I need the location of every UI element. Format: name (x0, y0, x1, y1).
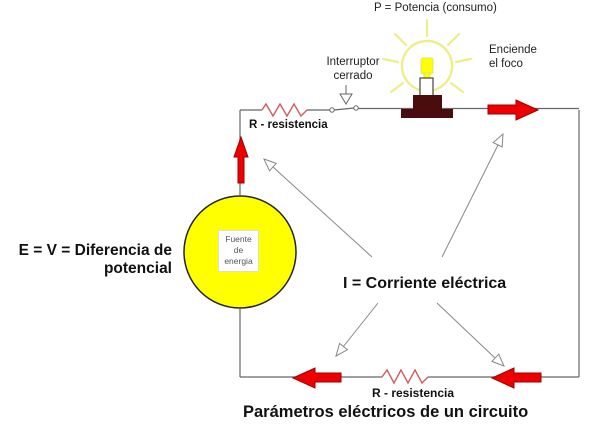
switch-blade (333, 107, 355, 111)
resistor-bottom (381, 368, 429, 385)
current-flow-arrows (233, 99, 542, 389)
switch-pointer-head (339, 93, 353, 105)
light-on-line1: Enciende (489, 44, 537, 56)
annotation-head-lower-right (491, 353, 505, 367)
energy-source-box: Fuente de energia (218, 230, 259, 272)
switch-closed (329, 105, 359, 113)
light-on-line2: el foco (489, 57, 523, 70)
voltage-label-line2: potencial (103, 260, 172, 277)
current-arrow-right-top (487, 99, 540, 121)
bulb-ray (393, 32, 408, 47)
switch-label-line2: cerrado (333, 69, 373, 82)
page-title: Parámetros eléctricos de un circuito (243, 403, 529, 421)
current-arrow-left-bottom-left (291, 367, 342, 389)
power-label: P = Potencia (consumo) (374, 2, 497, 14)
switch-pointer-arrow (339, 85, 353, 105)
voltage-label-line1: E = V = Diferencia de (18, 242, 172, 259)
source-label-line2: de (233, 245, 244, 255)
switch-terminal-left (329, 107, 335, 113)
resistors (261, 102, 429, 385)
annotation-head-upper-right (492, 132, 504, 148)
bulb-neck (419, 77, 434, 97)
annotation-line-lower-right (436, 302, 496, 359)
voltage-label: E = V = Diferencia de potencial (4, 242, 172, 278)
source-label-line3: energia (224, 256, 253, 266)
current-annotation-arrows (263, 132, 505, 367)
annotation-line-lower-left (342, 302, 379, 348)
current-label: I = Corriente eléctrica (343, 275, 507, 292)
resistor-top (261, 102, 308, 118)
resistor-top-label: R - resistencia (249, 119, 328, 131)
light-on-label: Enciende el foco (489, 44, 537, 71)
resistor-bottom-label: R - resistencia (372, 386, 455, 400)
bulb-base (401, 95, 453, 118)
wire-top (240, 107, 579, 111)
bulb-ray (389, 81, 405, 94)
annotation-line-upper-right (441, 144, 499, 258)
bulb-ray (446, 32, 461, 47)
source-label-line1: Fuente (225, 234, 252, 244)
bulb-filament (420, 57, 434, 75)
bulb-ray (449, 81, 465, 94)
current-arrow-left-bottom-right (490, 367, 542, 389)
bulb-filament-tip (423, 72, 431, 79)
current-arrow-up (233, 135, 249, 184)
switch-label-line1: Interruptor (326, 56, 380, 68)
annotation-head-lower-left (335, 342, 349, 358)
bulb-ray (381, 57, 400, 64)
switch-terminal-right (353, 105, 359, 111)
annotation-line-upper-left (272, 166, 373, 258)
switch-label: Interruptor cerrado (322, 56, 384, 83)
annotation-head-upper-left (263, 158, 278, 172)
bulb-ray (454, 57, 473, 64)
